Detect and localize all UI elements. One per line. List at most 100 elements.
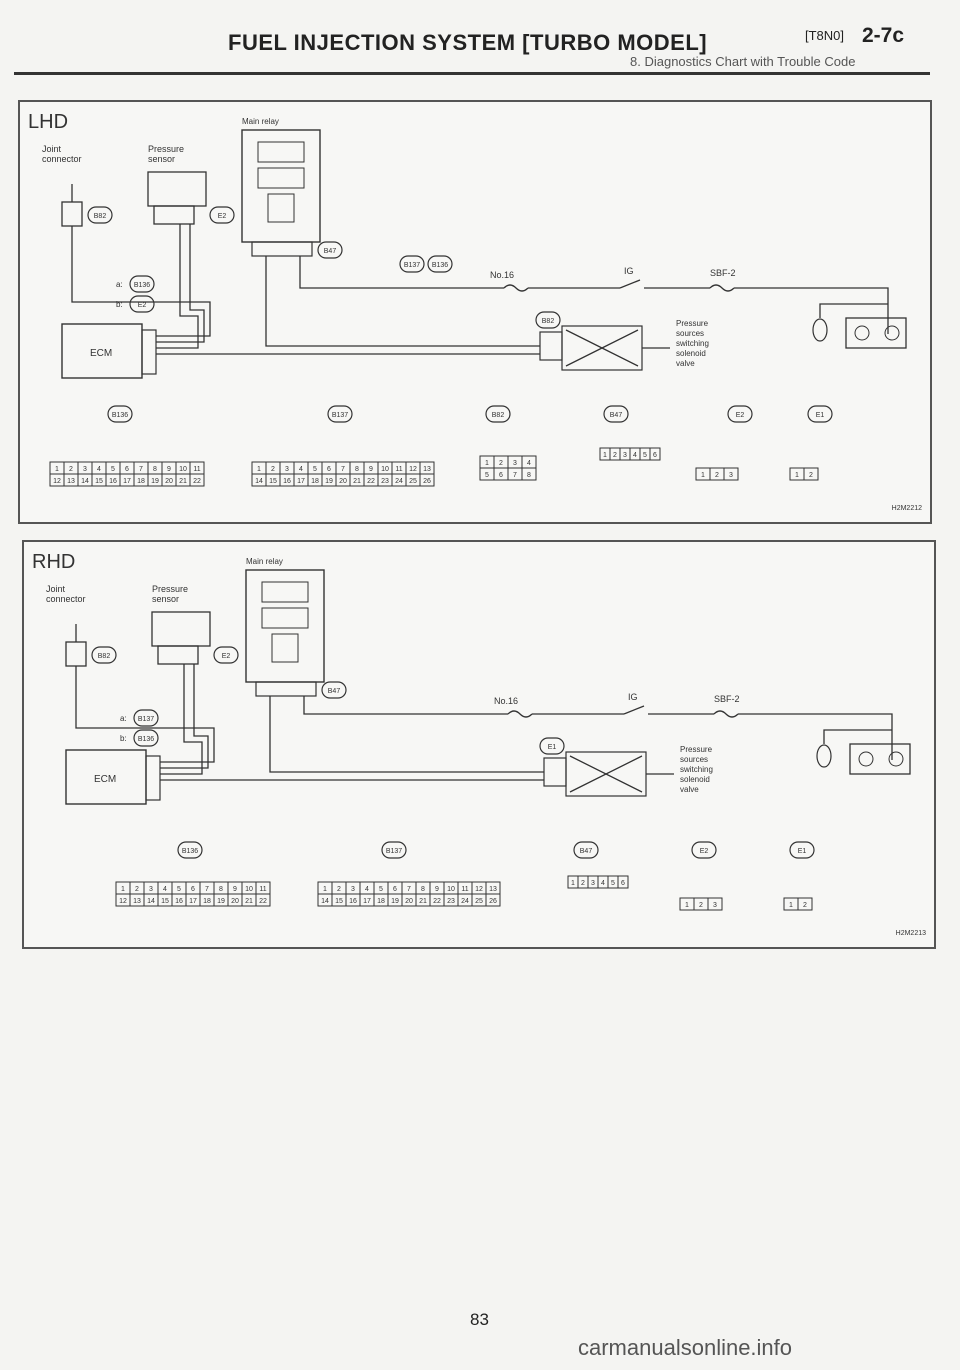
pin-number: 1	[795, 472, 799, 479]
pin-number: 10	[447, 886, 455, 893]
pin-number: 10	[179, 466, 187, 473]
bottom-connector-tag: B136	[112, 412, 128, 419]
connector-tag-outline	[91, 646, 117, 664]
pin-number: 6	[621, 880, 625, 887]
pin-number: 1	[485, 460, 489, 467]
pin-number: 25	[475, 898, 483, 905]
pin-number: 9	[435, 886, 439, 893]
solenoid-label: valve	[676, 359, 695, 368]
wire-b-label: b:	[116, 300, 123, 309]
solenoid-label: Pressure	[680, 745, 713, 754]
pin-number: 5	[643, 452, 647, 459]
relay-connector	[255, 681, 317, 697]
ig-label: IG	[624, 266, 634, 276]
pin-number: 3	[83, 466, 87, 473]
sbf-label: SBF-2	[714, 694, 740, 704]
wire	[160, 664, 209, 769]
pin-cell	[617, 875, 629, 889]
connector-tag: B136	[432, 262, 448, 269]
solenoid-label: valve	[680, 785, 699, 794]
pressure-sensor-label: Pressure	[152, 584, 188, 594]
panel-label: RHD	[32, 551, 75, 573]
pin-number: 14	[255, 478, 263, 485]
main-relay-label: Main relay	[246, 557, 283, 566]
wire	[819, 303, 888, 318]
bottom-connector-tag: B137	[332, 412, 348, 419]
pin-number: 18	[311, 478, 319, 485]
pin-number: 6	[327, 466, 331, 473]
connector-tag: B137	[404, 262, 420, 269]
ecm-connector	[141, 329, 157, 375]
pressure-sensor-label: sensor	[152, 594, 179, 604]
connector-tag-outline	[427, 255, 453, 273]
figure-id: H2M2212	[892, 505, 922, 512]
pin-number: 9	[369, 466, 373, 473]
sbf-label: SBF-2	[710, 268, 736, 278]
bottom-connector-tag: B82	[492, 412, 505, 419]
bottom-connector-tag-outline	[789, 841, 815, 859]
relay-coil	[271, 633, 299, 663]
pin-number: 15	[95, 478, 103, 485]
pin-number: 21	[245, 898, 253, 905]
connector-tag: B82	[98, 653, 111, 660]
pin-number: 16	[175, 898, 183, 905]
pin-number: 16	[283, 478, 291, 485]
pin-number: 14	[147, 898, 155, 905]
pin-number: 4	[365, 886, 369, 893]
pin-cell	[649, 447, 661, 461]
connector-tag: B47	[324, 248, 337, 255]
connector-tag: E2	[138, 302, 147, 309]
pin-number: 1	[789, 902, 793, 909]
wire	[71, 226, 211, 337]
solenoid-label: solenoid	[680, 775, 710, 784]
pin-cell	[723, 467, 739, 481]
pin-number: 25	[409, 478, 417, 485]
joint-connector-label: connector	[46, 594, 86, 604]
wire	[156, 224, 199, 349]
wire-a-label: a:	[116, 280, 123, 289]
connector-tag-outline	[539, 737, 565, 755]
solenoid-label: solenoid	[676, 349, 706, 358]
pin-number: 17	[363, 898, 371, 905]
connector-tag-outline	[87, 206, 113, 224]
pin-number: 14	[81, 478, 89, 485]
pin-number: 1	[685, 902, 689, 909]
panel-label: LHD	[28, 111, 68, 133]
pin-number: 8	[153, 466, 157, 473]
pin-number: 3	[591, 880, 595, 887]
pin-number: 5	[611, 880, 615, 887]
connector-tag: B82	[542, 318, 555, 325]
connector-tag-outline	[321, 681, 347, 699]
pin-number: 22	[259, 898, 267, 905]
solenoid-connector	[543, 757, 567, 787]
pin-number: 4	[633, 452, 637, 459]
pin-number: 23	[381, 478, 389, 485]
connector-tag: E2	[222, 653, 231, 660]
main-relay-body	[245, 569, 325, 683]
pin-number: 17	[123, 478, 131, 485]
pin-number: 6	[653, 452, 657, 459]
connector-tag: B82	[94, 213, 107, 220]
pin-number: 3	[351, 886, 355, 893]
ground-fuse-symbol	[816, 744, 832, 768]
pin-number: 16	[109, 478, 117, 485]
connector-tag-outline	[209, 206, 235, 224]
wire	[734, 287, 889, 334]
pin-number: 16	[349, 898, 357, 905]
connector-tag: B136	[138, 736, 154, 743]
pin-number: 1	[55, 466, 59, 473]
joint-connector-label: Joint	[42, 144, 62, 154]
sbf-symbol	[709, 284, 735, 292]
pressure-sensor-label: sensor	[148, 154, 175, 164]
pin-number: 6	[393, 886, 397, 893]
solenoid-label: switching	[680, 765, 713, 774]
pin-number: 11	[461, 886, 468, 893]
ig-switch	[619, 279, 641, 289]
bottom-connector-tag-outline	[603, 405, 629, 423]
pin-number: 10	[381, 466, 389, 473]
pin-number: 1	[121, 886, 125, 893]
